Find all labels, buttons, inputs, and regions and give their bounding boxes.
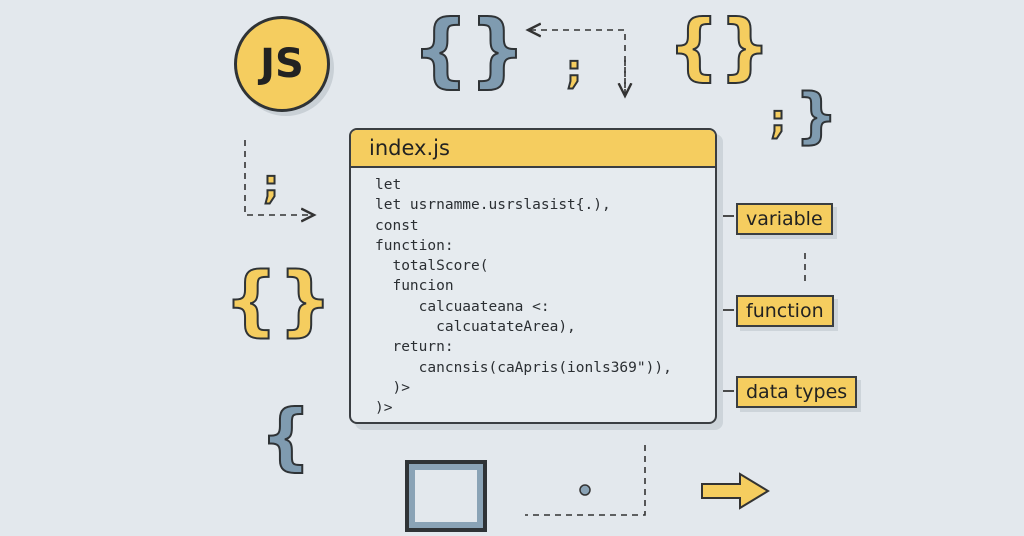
dashed-arrow-left xyxy=(244,140,314,215)
code-window: index.js let let usrnamme.usrslasist{.), c… xyxy=(349,128,717,424)
code-line: funcion xyxy=(375,278,454,295)
js-logo: JS xyxy=(234,16,330,112)
window-title: index.js xyxy=(351,130,715,168)
code-line: )> xyxy=(375,379,410,396)
code-line: calcuatateArea), xyxy=(375,319,576,336)
semicolon-icon: ; xyxy=(262,162,280,208)
code-block: let let usrnamme.usrslasist{.), const funct… xyxy=(375,175,715,419)
blue-brace-open-icon: { xyxy=(259,394,312,478)
blue-braces-icon: {} xyxy=(411,3,527,96)
label-function: function xyxy=(736,295,834,327)
code-line: cancnsis(caApris(ionls369")), xyxy=(375,359,672,376)
code-line: const xyxy=(375,217,419,234)
yellow-braces-icon: {} xyxy=(223,255,333,344)
dashed-line-bottom xyxy=(525,445,646,516)
semicolon-icon: ; xyxy=(565,47,583,93)
label-data-types: data types xyxy=(736,376,858,408)
code-line: calcuaateana <: xyxy=(375,298,550,315)
blue-brace-close-icon: } xyxy=(794,81,839,151)
yellow-arrow-icon xyxy=(701,472,770,510)
square-icon xyxy=(405,460,487,532)
code-line: return: xyxy=(375,339,454,356)
code-line: )> xyxy=(375,400,393,417)
code-line: let xyxy=(375,177,402,193)
dot xyxy=(579,484,591,496)
code-line: totalScore( xyxy=(375,258,489,275)
semicolon-icon: ; xyxy=(769,97,787,143)
code-line: let usrnamme.usrslasist{.), xyxy=(375,197,611,214)
code-line: function: xyxy=(375,237,454,254)
label-variable: variable xyxy=(736,203,833,235)
yellow-braces-icon: {} xyxy=(667,4,772,88)
